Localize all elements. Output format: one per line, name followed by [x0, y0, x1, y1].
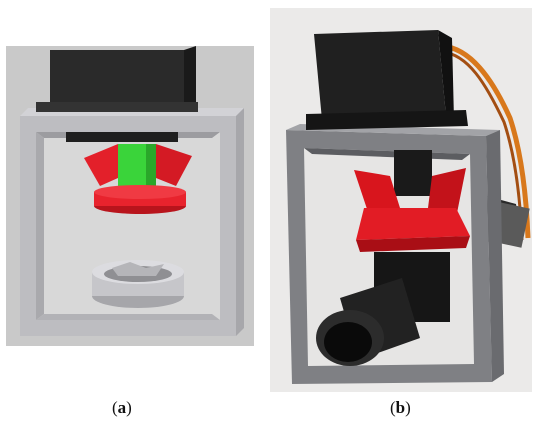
cad-render-panel: [6, 46, 254, 346]
cad-render-image: [6, 46, 254, 346]
pipe-inlet: [316, 252, 450, 366]
shaft: [118, 144, 156, 192]
servo-motor: [36, 46, 198, 142]
servo-wire: [441, 43, 531, 239]
base-holder: [92, 260, 184, 308]
photo-panel: [270, 8, 532, 392]
servo-motor: [306, 30, 468, 196]
clamp: [354, 168, 470, 252]
caption-a: (a): [112, 398, 132, 417]
caption-b: (b): [390, 398, 411, 417]
clamp: [84, 144, 192, 214]
prototype-photo: [270, 8, 532, 392]
